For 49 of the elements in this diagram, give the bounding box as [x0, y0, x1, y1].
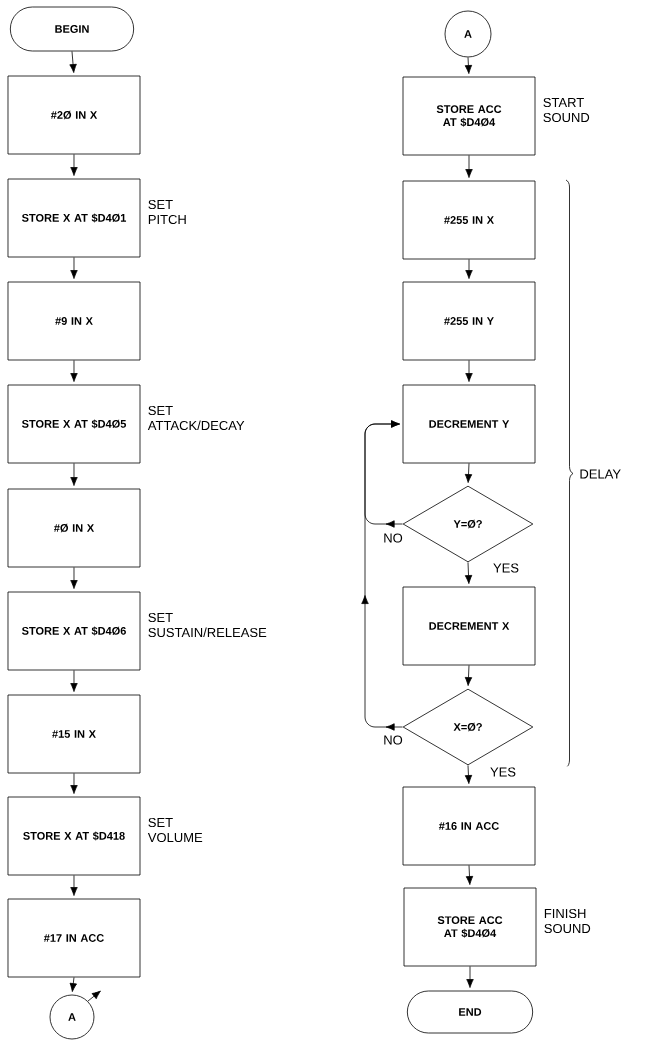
process-box: DECREMENT Y [402, 384, 536, 464]
arrow [69, 977, 77, 992]
arrow [70, 463, 78, 486]
process-box: #15 IN X [7, 694, 141, 774]
arrow [465, 259, 473, 279]
edge-label: YES [489, 766, 517, 778]
side-note: SET VOLUME [147, 817, 203, 843]
arrow [466, 966, 474, 988]
arrow [87, 990, 101, 1002]
arrow [464, 57, 473, 74]
arrow [464, 765, 473, 784]
side-note: START SOUND [543, 97, 590, 123]
process-box: DECREMENT X [402, 586, 536, 666]
arrow [70, 360, 78, 382]
process-box: STORE X AT $D4Ø6 [7, 591, 141, 671]
arrow [70, 567, 78, 589]
arrow [464, 665, 473, 686]
process-box: #255 IN X [402, 180, 536, 260]
process-box: STORE X AT $D4Ø1 [7, 178, 141, 258]
arrow [70, 257, 78, 279]
edge-label: YES [492, 562, 520, 574]
side-note: SET ATTACK/DECAY [147, 405, 245, 431]
process-box: #Ø IN X [7, 488, 141, 568]
arrow [70, 670, 78, 692]
arrow [464, 562, 473, 584]
process-box: #9 IN X [7, 281, 141, 361]
process-box: #16 IN ACC [402, 786, 536, 866]
process-box: #255 IN Y [402, 281, 536, 361]
process-box: #2Ø IN X [7, 75, 141, 155]
arrow [69, 51, 77, 73]
side-note: SET PITCH [148, 199, 186, 225]
arrow [464, 463, 473, 483]
group-label: DELAY [580, 469, 621, 479]
arrow [70, 875, 78, 896]
arrow [465, 360, 473, 382]
process-box: STORE X AT $D418 [7, 796, 141, 876]
arrow [465, 155, 473, 178]
edge-label: NO [382, 532, 404, 544]
process-box: #17 IN ACC [7, 898, 141, 978]
side-note: FINISH SOUND [544, 908, 591, 934]
side-note: SET SUSTAIN/RELEASE [148, 612, 267, 638]
edge-label: NO [382, 734, 404, 746]
arrow [361, 420, 403, 731]
process-box: STORE ACC AT $D4Ø4 [402, 76, 536, 156]
process-box: STORE X AT $D4Ø5 [7, 384, 141, 464]
arrow [465, 865, 474, 885]
arrow [70, 773, 78, 794]
process-box: STORE ACC AT $D4Ø4 [403, 887, 537, 967]
arrow [70, 154, 78, 176]
